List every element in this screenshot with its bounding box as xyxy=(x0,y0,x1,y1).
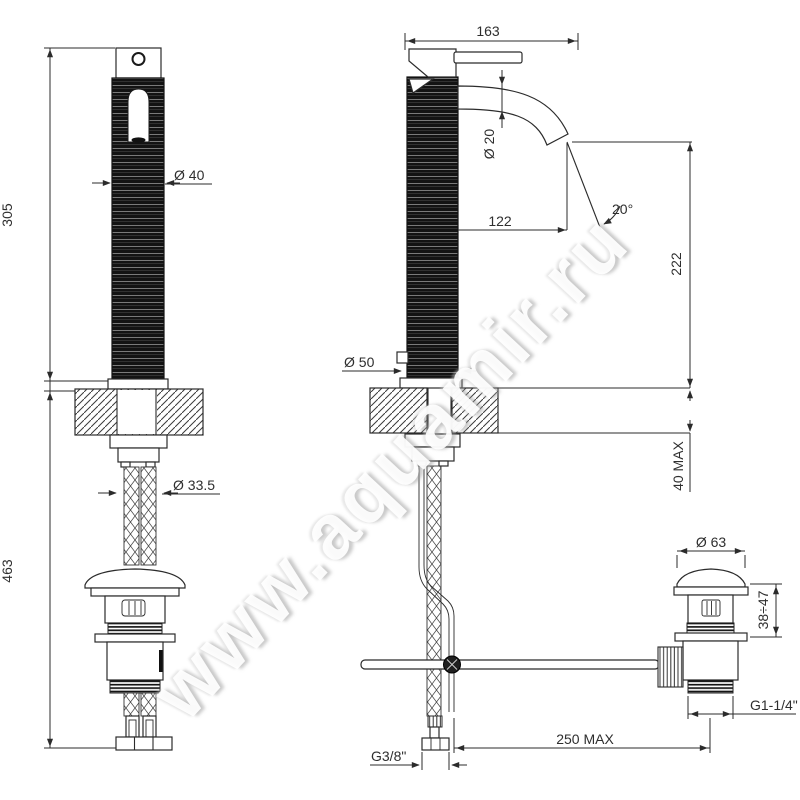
dim-label-g38: G3/8" xyxy=(371,748,406,764)
handle-slot-shadow xyxy=(131,137,146,143)
supply-fitting-stem xyxy=(429,726,440,739)
stream-line xyxy=(566,141,602,231)
dim-drain-thread: G1-1/4" xyxy=(687,696,798,719)
dim-max-offset: 250 MAX xyxy=(453,718,711,753)
dim-plug-diameter: Ø 63 xyxy=(676,534,746,568)
shank-gap xyxy=(117,390,157,434)
faucet-side-body xyxy=(406,76,459,380)
hose-nut-row xyxy=(115,736,173,751)
dim-label-305: 305 xyxy=(0,203,15,227)
angle-arc xyxy=(603,205,621,225)
hose-end-right xyxy=(140,692,157,717)
hose-end-left xyxy=(123,692,140,717)
handle-slot xyxy=(127,88,150,143)
mounting-nut-front-2 xyxy=(117,447,160,463)
base-ring-front xyxy=(107,378,169,390)
dim-label-222: 222 xyxy=(668,252,684,276)
dim-base-diameter: Ø 50 xyxy=(342,354,476,375)
drain-upper-body xyxy=(687,594,734,624)
dim-label-d20: Ø 20 xyxy=(481,129,497,160)
dim-hole-diameter: Ø 33.5 xyxy=(98,477,220,497)
mounting-nut-front xyxy=(109,434,168,449)
dim-label-250max: 250 MAX xyxy=(556,731,614,747)
nut-tab xyxy=(145,461,156,468)
supply-fitting-nut xyxy=(421,737,450,751)
dim-height-range: 38÷47 xyxy=(750,583,782,638)
dim-label-d63: Ø 63 xyxy=(696,534,727,550)
mounting-nut-side-2 xyxy=(411,446,455,462)
dim-label-163: 163 xyxy=(476,23,500,39)
countertop-side-right xyxy=(451,387,499,434)
cartridge-tab xyxy=(396,351,409,364)
dim-spout-height: 222 xyxy=(572,141,694,388)
nut-tab xyxy=(120,461,131,468)
drain-window xyxy=(701,599,721,617)
dim-label-20deg: 20° xyxy=(612,201,633,217)
drain-detail xyxy=(159,650,163,672)
pop-up-rod xyxy=(418,466,450,712)
dim-label-d50: Ø 50 xyxy=(344,354,375,370)
hose-fitting xyxy=(142,715,157,738)
handle-body xyxy=(408,48,457,78)
countertop-side-left xyxy=(369,387,428,434)
front-view: 305 463 Ø 40 xyxy=(0,47,220,751)
rod-knob xyxy=(657,646,684,688)
dim-body-diameter: Ø 40 xyxy=(92,167,212,187)
dim-label-d33-5: Ø 33.5 xyxy=(173,477,215,493)
dim-front-height-above: 305 xyxy=(0,49,54,380)
supply-fitting-collar xyxy=(427,715,443,728)
supply-hose-front-right xyxy=(140,466,157,566)
set-screw xyxy=(131,52,146,66)
mounting-nut-side xyxy=(404,433,461,448)
drain-cap-ring xyxy=(673,586,749,596)
dim-front-height-below: 463 xyxy=(0,392,54,747)
dim-supply-thread: G3/8" xyxy=(370,748,467,770)
drain-side-view: Ø 63 38÷47 G1-1/4" xyxy=(657,534,798,719)
dim-label-g114: G1-1/4" xyxy=(750,697,798,713)
drain-tailpiece xyxy=(687,679,734,694)
spout xyxy=(457,85,569,146)
handle-lever xyxy=(453,51,523,64)
side-view: 163 Ø 20 122 20° 222 xyxy=(342,23,711,770)
supply-hose-front-left xyxy=(123,466,140,566)
dim-label-38-47: 38÷47 xyxy=(755,590,771,629)
handle-lip xyxy=(408,78,435,94)
dim-total-depth: 163 xyxy=(404,23,579,50)
dim-label-122: 122 xyxy=(488,213,512,229)
dim-spout-diameter: Ø 20 xyxy=(481,70,506,160)
dim-label-d40: Ø 40 xyxy=(174,167,205,183)
dim-deck-thickness: 40 MAX xyxy=(670,390,694,492)
dim-spout-reach: 122 xyxy=(458,213,567,234)
drain-flange xyxy=(674,632,748,642)
dim-label-463: 463 xyxy=(0,559,15,583)
drain-lower-body xyxy=(682,640,739,681)
pop-up-drain-front xyxy=(84,568,186,694)
base-ring-side xyxy=(399,377,463,389)
lever-rod xyxy=(360,659,660,670)
dim-label-40max: 40 MAX xyxy=(670,440,686,490)
hose-fitting xyxy=(125,715,140,738)
drain-plug-cap xyxy=(676,568,746,588)
